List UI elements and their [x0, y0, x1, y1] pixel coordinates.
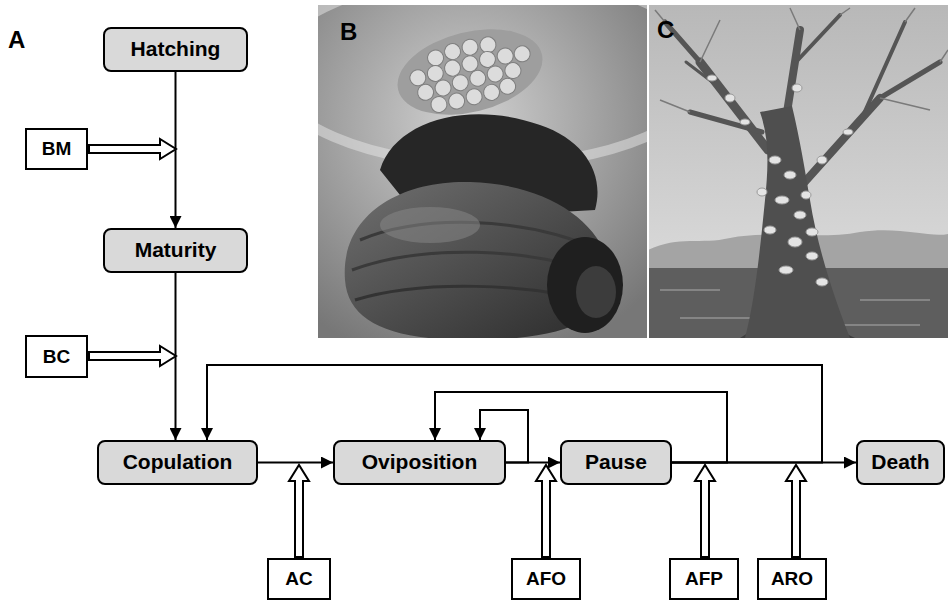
- egg-masses: [707, 75, 853, 286]
- rate-arrows: [89, 139, 806, 557]
- rate-box: BC: [25, 335, 88, 378]
- node-label: AFO: [526, 568, 566, 590]
- tree-trunk: [745, 106, 850, 338]
- rate-arrow: [536, 465, 556, 557]
- state-box: Copulation: [97, 440, 258, 485]
- node-label: Pause: [585, 450, 647, 474]
- rate-box: BM: [25, 128, 88, 170]
- photo-divider: [647, 5, 649, 338]
- snail-operculum: [576, 266, 616, 318]
- egg-clutch: [389, 15, 552, 128]
- state-box: Hatching: [103, 27, 248, 72]
- rate-box: ARO: [757, 558, 827, 600]
- clutch-base: [389, 15, 552, 128]
- node-label: Oviposition: [362, 450, 478, 474]
- twigs: [655, 8, 948, 112]
- rate-box: AFP: [669, 558, 739, 600]
- rate-arrow: [89, 346, 176, 366]
- node-label: AC: [285, 568, 312, 590]
- egg: [512, 44, 531, 63]
- egg: [426, 48, 445, 67]
- edge-group: [176, 72, 857, 463]
- egg: [443, 42, 462, 61]
- egg: [451, 73, 470, 92]
- rate-arrow: [695, 465, 715, 557]
- egg: [429, 95, 448, 114]
- node-label: Hatching: [131, 37, 221, 61]
- rate-arrow: [786, 465, 806, 557]
- node-label: Copulation: [123, 450, 233, 474]
- egg: [503, 61, 522, 80]
- snail-photo: [318, 5, 648, 338]
- rate-box: AC: [267, 558, 331, 600]
- transition-arrow: [175, 72, 177, 228]
- state-box: Death: [856, 440, 945, 485]
- transition-arrow: [175, 273, 177, 440]
- panel-letter: A: [8, 28, 25, 52]
- node-label: BC: [43, 346, 70, 368]
- rate-arrow: [289, 465, 309, 557]
- transition-arrow: [258, 462, 333, 464]
- state-box: Oviposition: [333, 440, 506, 485]
- snail-aperture: [547, 237, 623, 333]
- egg: [464, 87, 483, 106]
- egg: [498, 77, 517, 96]
- shell-highlight: [380, 207, 480, 243]
- state-box: Pause: [560, 440, 672, 485]
- transition-arrow: [207, 365, 822, 463]
- egg: [482, 83, 501, 102]
- node-label: AFP: [685, 568, 723, 590]
- panel-letter: C: [657, 18, 674, 42]
- node-label: ARO: [771, 568, 813, 590]
- egg: [460, 38, 479, 57]
- node-label: Death: [871, 450, 929, 474]
- rate-arrow: [89, 139, 176, 159]
- egg: [447, 91, 466, 110]
- state-box: Maturity: [103, 228, 248, 273]
- panel-letter: B: [340, 20, 357, 44]
- egg: [468, 69, 487, 88]
- tree-photo: [648, 5, 948, 338]
- egg: [433, 78, 452, 97]
- node-label: BM: [42, 138, 72, 160]
- rate-box: AFO: [511, 558, 581, 600]
- node-label: Maturity: [135, 238, 217, 262]
